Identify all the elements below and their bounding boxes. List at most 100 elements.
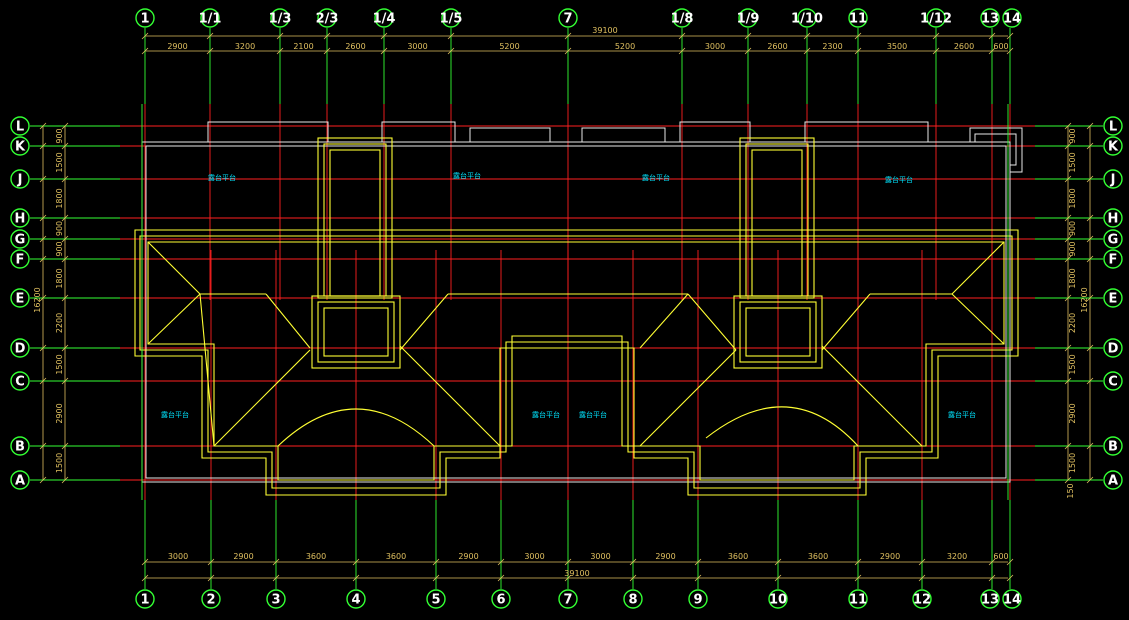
axis-label: 1/5: [440, 12, 463, 27]
right-dim-text: 1500: [1068, 152, 1077, 172]
axis-bubble-bottom: 1: [135, 589, 155, 609]
axis-bubble-top: 1/5: [440, 8, 463, 28]
axis-bubble-right: H: [1103, 208, 1123, 228]
left-dim-text: 2900: [55, 403, 64, 423]
bottom-dim-text: 3000: [168, 552, 188, 561]
right-dim-text: 900: [1068, 241, 1077, 256]
axis-bubble-bottom: 10: [768, 589, 788, 609]
axis-label: 4: [351, 593, 360, 608]
axis-label: D: [15, 342, 26, 357]
axis-bubble-bottom: 11: [848, 589, 868, 609]
axis-label: E: [1109, 292, 1118, 307]
top-dim-text: 2300: [822, 42, 842, 51]
axis-bubble-top: 1/1: [199, 8, 222, 28]
bottom-total-dim: 39100: [564, 569, 589, 578]
bottom-dim-text: 600: [993, 552, 1008, 561]
axis-bubble-top: 1/9: [737, 8, 759, 28]
axis-label: 14: [1003, 593, 1021, 608]
axis-label: 14: [1003, 12, 1021, 27]
axis-label: B: [15, 440, 25, 455]
axis-label: 5: [431, 593, 440, 608]
room-label: 露台平台: [885, 175, 913, 184]
left-dim-text: 1800: [55, 268, 64, 288]
axis-bubble-top: 2/3: [316, 8, 338, 28]
axis-bubble-top: 1/12: [920, 8, 952, 28]
axis-label: 8: [628, 593, 637, 608]
axis-label: 2: [206, 593, 215, 608]
bottom-dim-text: 3000: [590, 552, 610, 561]
axis-bubble-bottom: 2: [201, 589, 221, 609]
axis-bubble-top: 1/10: [791, 8, 823, 28]
bottom-dim-text: 2900: [458, 552, 478, 561]
axis-label: 6: [496, 593, 505, 608]
right-dim-text: 1500: [1068, 453, 1077, 473]
top-dim-text: 3200: [235, 42, 255, 51]
axis-bubble-bottom: 13: [980, 589, 1000, 609]
axis-label: 10: [769, 593, 787, 608]
axis-label: E: [16, 292, 25, 307]
axis-bubble-bottom: 3: [266, 589, 286, 609]
axis-label: 1/1: [199, 12, 222, 27]
axis-label: H: [15, 212, 26, 227]
axis-bubble-bottom: 7: [558, 589, 578, 609]
axis-label: 11: [849, 12, 867, 27]
axis-bubble-top: 13: [980, 8, 1000, 28]
left-dim-text: 2200: [55, 313, 64, 333]
axis-bubble-bottom: 9: [688, 589, 708, 609]
left-dim-text: 1500: [55, 152, 64, 172]
axis-bubble-top: 14: [1002, 8, 1022, 28]
right-dim-text: 1500: [1068, 354, 1077, 374]
axis-label: 9: [693, 593, 702, 608]
top-dim-text: 2600: [954, 42, 974, 51]
bottom-dim-text: 2900: [233, 552, 253, 561]
axis-label: 1/3: [269, 12, 292, 27]
axis-bubble-left: E: [10, 288, 30, 308]
axis-bubble-left: D: [10, 338, 30, 358]
axis-bubble-top: 1: [135, 8, 155, 28]
top-dim-text: 5200: [615, 42, 635, 51]
axis-label: 1/10: [791, 12, 823, 27]
right-dim-text: 900: [1068, 128, 1077, 143]
axis-label: 3: [271, 593, 280, 608]
axis-grid-lines: [120, 104, 1035, 500]
axis-bubble-left: J: [10, 169, 30, 189]
bottom-dim-text: 2900: [655, 552, 675, 561]
bottom-dim-text: 3000: [524, 552, 544, 561]
axis-label: 13: [981, 593, 999, 608]
right-dim-text: 2200: [1068, 313, 1077, 333]
left-dim-text: 1500: [55, 453, 64, 473]
right-dim-text: 1800: [1068, 188, 1077, 208]
right-dim-text: 900: [1068, 221, 1077, 236]
left-dim-text: 1500: [55, 354, 64, 374]
top-total-text: 39100: [592, 26, 617, 35]
left-dim-text: 900: [55, 241, 64, 256]
bottom-dim-text: 3600: [306, 552, 326, 561]
axis-bubble-bottom: 6: [491, 589, 511, 609]
axis-label: K: [15, 140, 26, 155]
axis-label: G: [15, 233, 26, 248]
left-dim-text: 900: [55, 221, 64, 236]
top-dim-text: 600: [993, 42, 1008, 51]
axis-label: 1/8: [671, 12, 694, 27]
room-label: 露台平台: [532, 410, 560, 419]
axis-label: B: [1108, 440, 1118, 455]
axis-label: 1/4: [373, 12, 396, 27]
axis-label: L: [1109, 120, 1117, 135]
axis-label: A: [15, 474, 25, 489]
bottom-dim-text: 2900: [880, 552, 900, 561]
axis-label: 11: [849, 593, 867, 608]
axis-bubble-top: 1/3: [269, 8, 292, 28]
axis-bubble-top: 7: [558, 8, 578, 28]
top-dim-text: 3500: [887, 42, 907, 51]
dimension-lines: [42, 35, 1091, 579]
axis-bubble-right: J: [1103, 169, 1123, 189]
top-total-dim: 39100: [592, 26, 617, 35]
left-dim-text: 900: [55, 128, 64, 143]
top-dim-text: 2900: [167, 42, 187, 51]
axis-label: G: [1108, 233, 1119, 248]
axis-label: K: [1108, 140, 1119, 155]
top-dim-text: 2600: [345, 42, 365, 51]
axis-bubble-right: L: [1103, 116, 1123, 136]
